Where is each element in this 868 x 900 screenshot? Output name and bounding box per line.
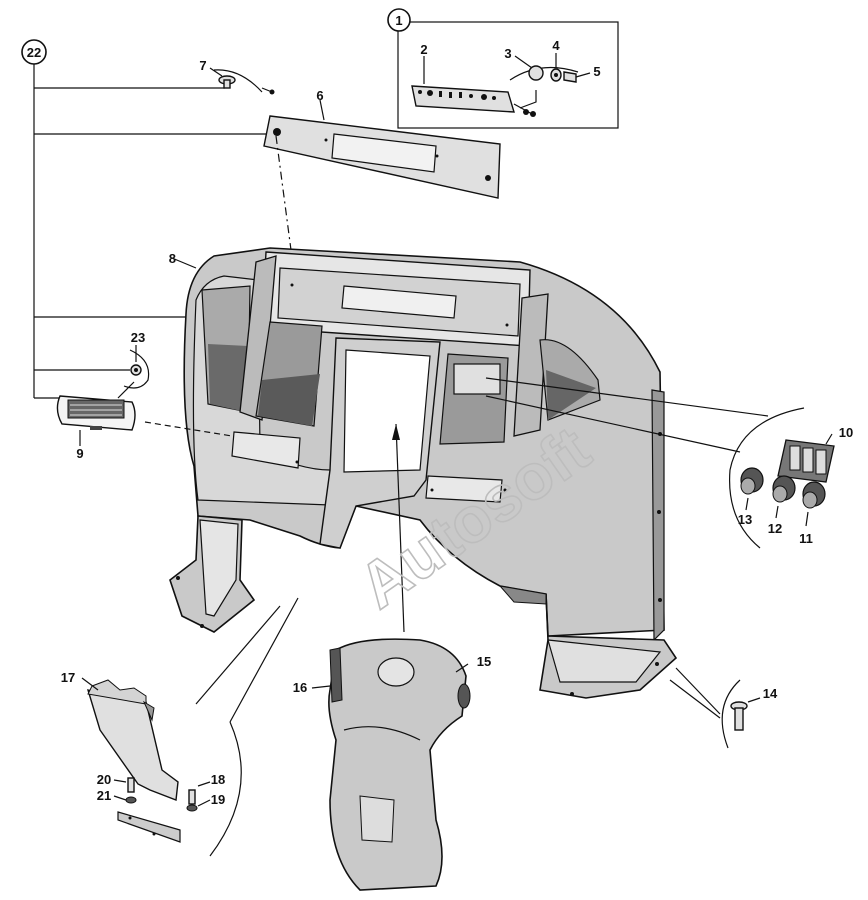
callout-1: 1	[395, 13, 402, 28]
part-14-bolt: 14	[669, 667, 778, 749]
callout-3: 3	[504, 46, 511, 61]
callout-10: 10	[839, 425, 853, 440]
callout-19: 19	[211, 792, 225, 807]
callout-14: 14	[763, 686, 778, 701]
callout-11: 11	[799, 531, 813, 546]
callout-4: 4	[552, 38, 560, 53]
callout-16: 16	[293, 680, 307, 695]
callout-2: 2	[420, 42, 427, 57]
callout-22: 22	[27, 45, 41, 60]
callout-9: 9	[76, 446, 83, 461]
part-9-vent: 9	[56, 381, 233, 461]
callout-20: 20	[97, 772, 111, 787]
part-7-screw: 7	[199, 58, 275, 95]
part-8-housing: 8	[169, 247, 678, 699]
callout-8: 8	[169, 251, 176, 266]
callout-7: 7	[199, 58, 206, 73]
part-10-13-switches: 10 13 12 11	[485, 377, 853, 549]
callout-5: 5	[593, 64, 600, 79]
callout-6: 6	[316, 88, 323, 103]
callout-21: 21	[97, 788, 111, 803]
part-17-21-bracket: 17 20 21 18 19	[61, 597, 299, 857]
part-6-plate: 6	[263, 88, 501, 251]
detail-box-1: 1 2 3 4 5	[387, 8, 619, 129]
callout-17: 17	[61, 670, 75, 685]
group-22-leaders: 22	[21, 39, 268, 399]
switch-strip	[411, 85, 515, 113]
callout-13: 13	[738, 512, 752, 527]
callout-12: 12	[768, 521, 782, 536]
part-15-16-console: 15 16	[293, 423, 491, 891]
callout-18: 18	[211, 772, 225, 787]
callout-23: 23	[131, 330, 145, 345]
callout-15: 15	[477, 654, 491, 669]
part-23-clip: 23	[123, 330, 150, 389]
